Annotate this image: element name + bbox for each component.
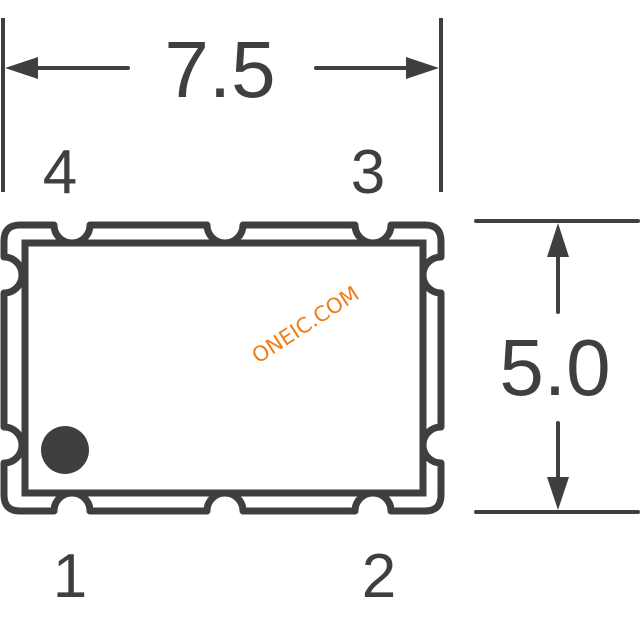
height-dimension-label: 5.0 (499, 323, 610, 412)
arrowhead-up-icon (547, 223, 569, 257)
width-dimension-label: 7.5 (164, 25, 275, 114)
arrowhead-down-icon (547, 477, 569, 510)
pin-label-4: 4 (43, 138, 77, 207)
pin1-marker-dot-icon (41, 426, 89, 474)
arrowhead-right-icon (406, 57, 439, 79)
pin-label-2: 2 (362, 542, 396, 611)
pin-label-3: 3 (351, 138, 385, 207)
height-dimension (474, 219, 640, 514)
arrowhead-left-icon (5, 57, 38, 79)
package-body (21, 239, 427, 497)
width-dimension (1, 18, 443, 192)
pin-label-1: 1 (53, 542, 87, 611)
